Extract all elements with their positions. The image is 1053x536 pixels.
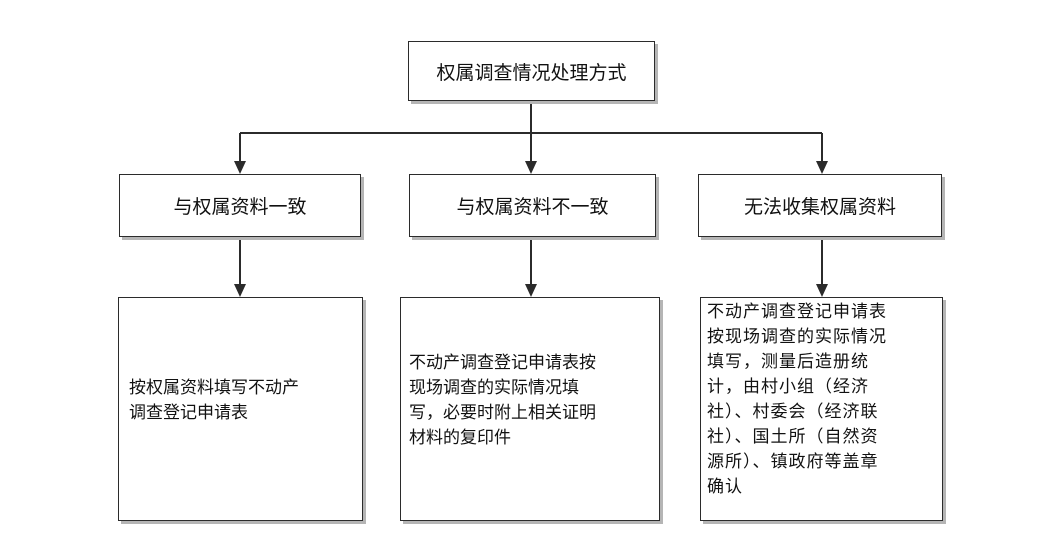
detail-line: 源所）、镇政府等盖章 — [707, 452, 879, 472]
detail-line: 调查登记申请表 — [129, 403, 248, 423]
detail-node-inconsistent: 不动产调查登记申请表按 现场调查的实际情况填 写，必要时附上相关证明 材料的复印… — [400, 297, 660, 521]
detail-node-unavailable: 不动产调查登记申请表 按现场调查的实际情况 填写，测量后造册统 计，由村小组（经… — [700, 297, 943, 521]
detail-node-consistent: 按权属资料填写不动产 调查登记申请表 — [118, 297, 363, 521]
detail-line: 不动产调查登记申请表按 — [409, 353, 596, 373]
category-node-label: 无法收集权属资料 — [743, 196, 896, 218]
detail-line: 计，由村小组（经济 — [707, 377, 869, 397]
category-node-inconsistent: 与权属资料不一致 — [409, 174, 656, 237]
detail-line: 确认 — [707, 477, 743, 497]
arrowhead-2 — [525, 161, 537, 174]
detail-line: 按现场调查的实际情况 — [707, 327, 887, 347]
root-node-label: 权属调查情况处理方式 — [436, 61, 627, 84]
detail-line: 写，必要时附上相关证明 — [409, 403, 596, 423]
arrowhead-6 — [816, 284, 828, 297]
detail-line: 材料的复印件 — [409, 428, 511, 448]
detail-line: 现场调查的实际情况填 — [409, 378, 579, 398]
category-node-consistent: 与权属资料一致 — [119, 174, 361, 237]
category-node-unavailable: 无法收集权属资料 — [698, 174, 942, 237]
arrowhead-4 — [234, 284, 246, 297]
arrowhead-5 — [525, 284, 537, 297]
detail-line: 填写，测量后造册统 — [707, 352, 869, 372]
category-node-label: 与权属资料一致 — [173, 196, 307, 218]
arrowhead-3 — [816, 161, 828, 174]
detail-line: 社）、国土所（自然资 — [707, 427, 879, 447]
arrowhead-1 — [234, 161, 246, 174]
detail-line: 社）、村委会（经济联 — [707, 402, 879, 422]
category-node-label: 与权属资料不一致 — [456, 196, 609, 218]
root-node: 权属调查情况处理方式 — [408, 41, 655, 101]
detail-line: 按权属资料填写不动产 — [129, 378, 299, 398]
detail-line: 不动产调查登记申请表 — [707, 302, 887, 322]
